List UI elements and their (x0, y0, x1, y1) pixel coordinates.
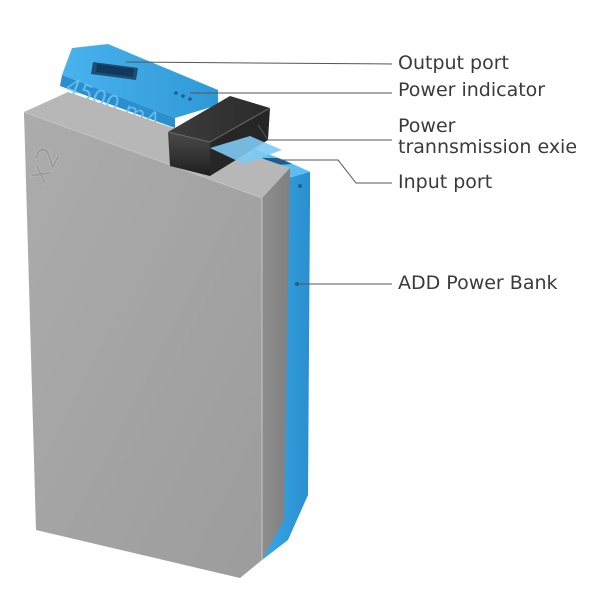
power-indicator-dot (174, 91, 178, 95)
callout-power-transmission-line-1: Power (398, 115, 456, 137)
callout-input-port-text: Input port (398, 171, 493, 193)
connector-front-face (168, 132, 210, 176)
callout-input-port: Input port (398, 172, 492, 193)
callout-power-transmission-line-2: trannsmission exie (398, 136, 578, 158)
callout-output-port: Output port (398, 53, 509, 74)
leader-lines (125, 61, 393, 285)
gray-side-face (262, 168, 290, 560)
leader-line-output-port (125, 61, 393, 65)
callout-power-indicator: Power indicator (398, 80, 545, 101)
callout-add-power-bank: ADD Power Bank (398, 273, 558, 294)
callout-output-port-text: Output port (398, 52, 509, 74)
connector-top-face (168, 96, 270, 142)
gray-top-face (24, 92, 290, 198)
callout-power-indicator-text: Power indicator (398, 79, 546, 101)
blue-top-module (60, 44, 218, 128)
input-port-dot (298, 184, 302, 188)
connector-plug (210, 136, 282, 164)
leader-line-input-port (276, 159, 392, 184)
leader-line-power-transmission (257, 124, 392, 141)
gray-front-face (24, 112, 262, 578)
blue-top-front-edge (60, 75, 175, 128)
callout-power-transmission-axis: Power trannsmission exie (398, 116, 577, 158)
power-transmission-connector (167, 96, 282, 176)
gray-edge-highlight (23, 111, 263, 560)
blue-top-face (62, 44, 218, 118)
output-port-inner (96, 64, 134, 77)
callout-add-power-bank-text: ADD Power Bank (398, 272, 558, 294)
power-indicator-dot (181, 94, 185, 98)
power-indicator-dot (188, 97, 192, 101)
input-port-slot (262, 158, 292, 165)
connector-edge (167, 107, 271, 143)
gray-power-bank (23, 92, 290, 578)
